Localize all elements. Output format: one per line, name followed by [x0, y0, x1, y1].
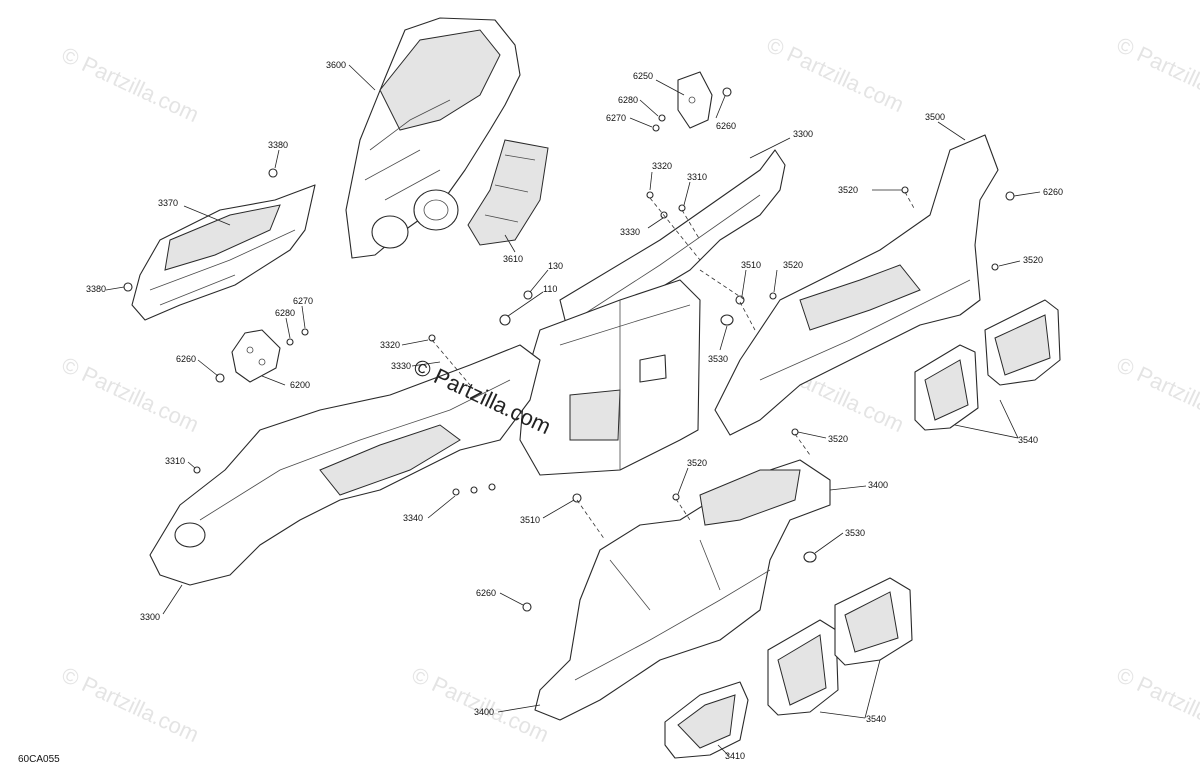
- part-6200-bracket[interactable]: [231, 329, 281, 383]
- fastener-130-icon: [523, 290, 533, 300]
- callout-6280[interactable]: 6280: [618, 95, 638, 105]
- callout-3300[interactable]: 3300: [140, 612, 160, 622]
- callout-6200[interactable]: 6200: [290, 380, 310, 390]
- part-3610-panel-insulation[interactable]: [467, 139, 549, 246]
- callout-6280[interactable]: 6280: [275, 308, 295, 318]
- callout-3380[interactable]: 3380: [86, 284, 106, 294]
- fastener-110-icon: [499, 314, 511, 326]
- callout-130[interactable]: 130: [548, 261, 563, 271]
- callout-3410[interactable]: 3410: [725, 751, 745, 761]
- fastener-3340-icon: [452, 488, 460, 496]
- watermark-text: © Partzilla.com: [1113, 662, 1200, 747]
- watermark-text: © Partzilla.com: [58, 662, 203, 747]
- callout-3510[interactable]: 3510: [520, 515, 540, 525]
- part-3540-vent-lower[interactable]: [767, 577, 913, 716]
- watermark-text: © Partzilla.com: [408, 662, 553, 747]
- fastener-6270-icon: [652, 124, 660, 132]
- part-3300-frame-rail-lower[interactable]: [149, 344, 541, 586]
- callout-6260[interactable]: 6260: [176, 354, 196, 364]
- part-3410-trim-panel[interactable]: [664, 681, 749, 759]
- callout-3320[interactable]: 3320: [652, 161, 672, 171]
- callout-6260[interactable]: 6260: [716, 121, 736, 131]
- fastener-3320-icon: [428, 334, 436, 342]
- callout-3540[interactable]: 3540: [1018, 435, 1038, 445]
- fastener-6260-icon: [522, 602, 532, 612]
- callout-3510[interactable]: 3510: [741, 260, 761, 270]
- fastener-3520-icon: [672, 493, 680, 501]
- callout-6260[interactable]: 6260: [1043, 187, 1063, 197]
- callout-3520[interactable]: 3520: [838, 185, 858, 195]
- fastener-3310-icon: [193, 466, 201, 474]
- callout-3520[interactable]: 3520: [687, 458, 707, 468]
- callout-6250[interactable]: 6250: [633, 71, 653, 81]
- callout-6270[interactable]: 6270: [293, 296, 313, 306]
- callout-3530[interactable]: 3530: [708, 354, 728, 364]
- callout-3600[interactable]: 3600: [326, 60, 346, 70]
- fastener-6260-icon: [1005, 191, 1015, 201]
- callout-6260[interactable]: 6260: [476, 588, 496, 598]
- callout-110[interactable]: 110: [543, 284, 557, 294]
- part-3500-side-trim-upper[interactable]: [714, 134, 999, 436]
- callout-3310[interactable]: 3310: [687, 172, 707, 182]
- part-3370-glove-box[interactable]: [131, 184, 316, 321]
- fastener-3310-icon: [678, 204, 686, 212]
- callout-3500[interactable]: 3500: [925, 112, 945, 122]
- grommet-3530-icon: [803, 551, 817, 563]
- watermark-text: © Partzilla.com: [58, 352, 203, 437]
- callout-3610[interactable]: 3610: [503, 254, 523, 264]
- fastener-6280-icon: [658, 114, 666, 122]
- fastener-3520-icon: [769, 292, 777, 300]
- watermark-text: © Partzilla.com: [1113, 32, 1200, 117]
- callout-3520[interactable]: 3520: [1023, 255, 1043, 265]
- fastener-6270-icon: [301, 328, 309, 336]
- fastener-6280-icon: [286, 338, 294, 346]
- fastener-3340-icon: [470, 486, 478, 494]
- part-6250-bracket[interactable]: [677, 71, 713, 129]
- fastener-3320-icon: [646, 191, 654, 199]
- callout-3330[interactable]: 3330: [620, 227, 640, 237]
- part-3400-side-trim-lower[interactable]: [534, 459, 831, 721]
- callout-3370[interactable]: 3370: [158, 198, 178, 208]
- callout-3400[interactable]: 3400: [474, 707, 494, 717]
- grommet-3530-icon: [720, 314, 734, 326]
- callout-3380[interactable]: 3380: [268, 140, 288, 150]
- callout-3340[interactable]: 3340: [403, 513, 423, 523]
- fastener-3380-icon: [123, 282, 133, 292]
- part-3540-vent-upper[interactable]: [914, 299, 1061, 431]
- fastener-3380-icon: [268, 168, 278, 178]
- alignment-lines: [431, 191, 916, 541]
- fastener-3520-icon: [991, 263, 999, 271]
- part-center-console[interactable]: [519, 279, 701, 476]
- callout-3300[interactable]: 3300: [793, 129, 813, 139]
- leader-lines: [105, 64, 1041, 756]
- fastener-3510-icon: [572, 493, 582, 503]
- callout-3520[interactable]: 3520: [783, 260, 803, 270]
- callout-6270[interactable]: 6270: [606, 113, 626, 123]
- watermark-text: © Partzilla.com: [1113, 352, 1200, 437]
- callout-3330[interactable]: 3330: [391, 361, 411, 371]
- watermark-text: © Partzilla.com: [763, 32, 908, 117]
- part-3600-dash-top[interactable]: [345, 17, 521, 259]
- callout-3320[interactable]: 3320: [380, 340, 400, 350]
- diagram-code: 60CA055: [18, 754, 60, 765]
- fasteners: [123, 87, 1015, 612]
- callout-3310[interactable]: 3310: [165, 456, 185, 466]
- watermark-text: © Partzilla.com: [58, 42, 203, 127]
- callout-labels: 3600 3380 3370 3380 6270 6280 6260 6200 …: [86, 60, 1063, 761]
- callout-3540[interactable]: 3540: [866, 714, 886, 724]
- fastener-6260-icon: [722, 87, 732, 97]
- callout-3400[interactable]: 3400: [868, 480, 888, 490]
- callout-3530[interactable]: 3530: [845, 528, 865, 538]
- callout-3520[interactable]: 3520: [828, 434, 848, 444]
- fastener-3340-icon: [488, 483, 496, 491]
